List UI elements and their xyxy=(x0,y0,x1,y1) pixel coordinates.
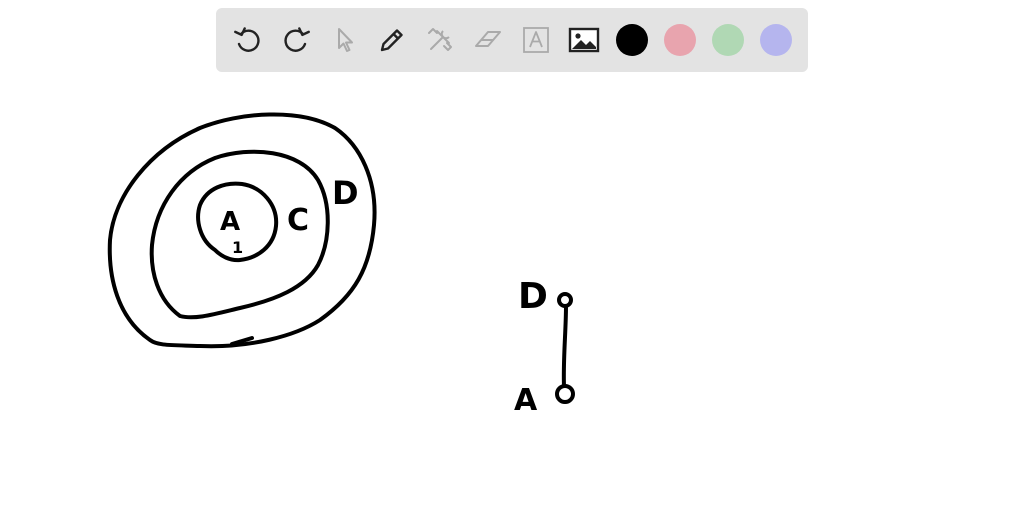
text-box-icon xyxy=(523,27,549,53)
outer-label: D xyxy=(332,174,359,212)
chain-bottom-node xyxy=(555,384,575,404)
inner-sublabel: 1 xyxy=(232,238,243,257)
undo-icon xyxy=(234,27,260,52)
pencil-icon xyxy=(380,29,403,52)
chain-link xyxy=(561,304,568,388)
select-button[interactable] xyxy=(324,20,364,60)
inner-loop xyxy=(196,181,279,263)
image-icon xyxy=(568,27,600,53)
inner-label: A xyxy=(220,207,240,237)
chain-top-label: D xyxy=(518,276,548,317)
chain-bottom-label: A xyxy=(514,383,538,418)
outer-loop xyxy=(107,112,377,349)
color-green-button[interactable] xyxy=(708,20,748,60)
cursor-icon xyxy=(338,28,353,52)
color-swatch-black xyxy=(616,24,648,56)
color-black-button[interactable] xyxy=(612,20,652,60)
color-swatch-pink xyxy=(664,24,696,56)
middle-loop xyxy=(149,149,330,320)
image-button[interactable] xyxy=(564,20,604,60)
color-pink-button[interactable] xyxy=(660,20,700,60)
eraser-icon xyxy=(475,31,501,47)
chain-top-node xyxy=(557,292,573,308)
text-button[interactable] xyxy=(516,20,556,60)
undo-button[interactable] xyxy=(228,20,268,60)
hammer-wrench-icon xyxy=(428,28,452,51)
redo-button[interactable] xyxy=(276,20,316,60)
color-swatch-purple xyxy=(760,24,792,56)
redo-icon xyxy=(284,27,310,52)
eraser-button[interactable] xyxy=(468,20,508,60)
outer-loop-tail xyxy=(230,336,254,346)
toolbar xyxy=(216,8,808,72)
color-swatch-green xyxy=(712,24,744,56)
color-purple-button[interactable] xyxy=(756,20,796,60)
middle-label: C xyxy=(287,203,309,238)
pen-button[interactable] xyxy=(372,20,412,60)
tools-button[interactable] xyxy=(420,20,460,60)
